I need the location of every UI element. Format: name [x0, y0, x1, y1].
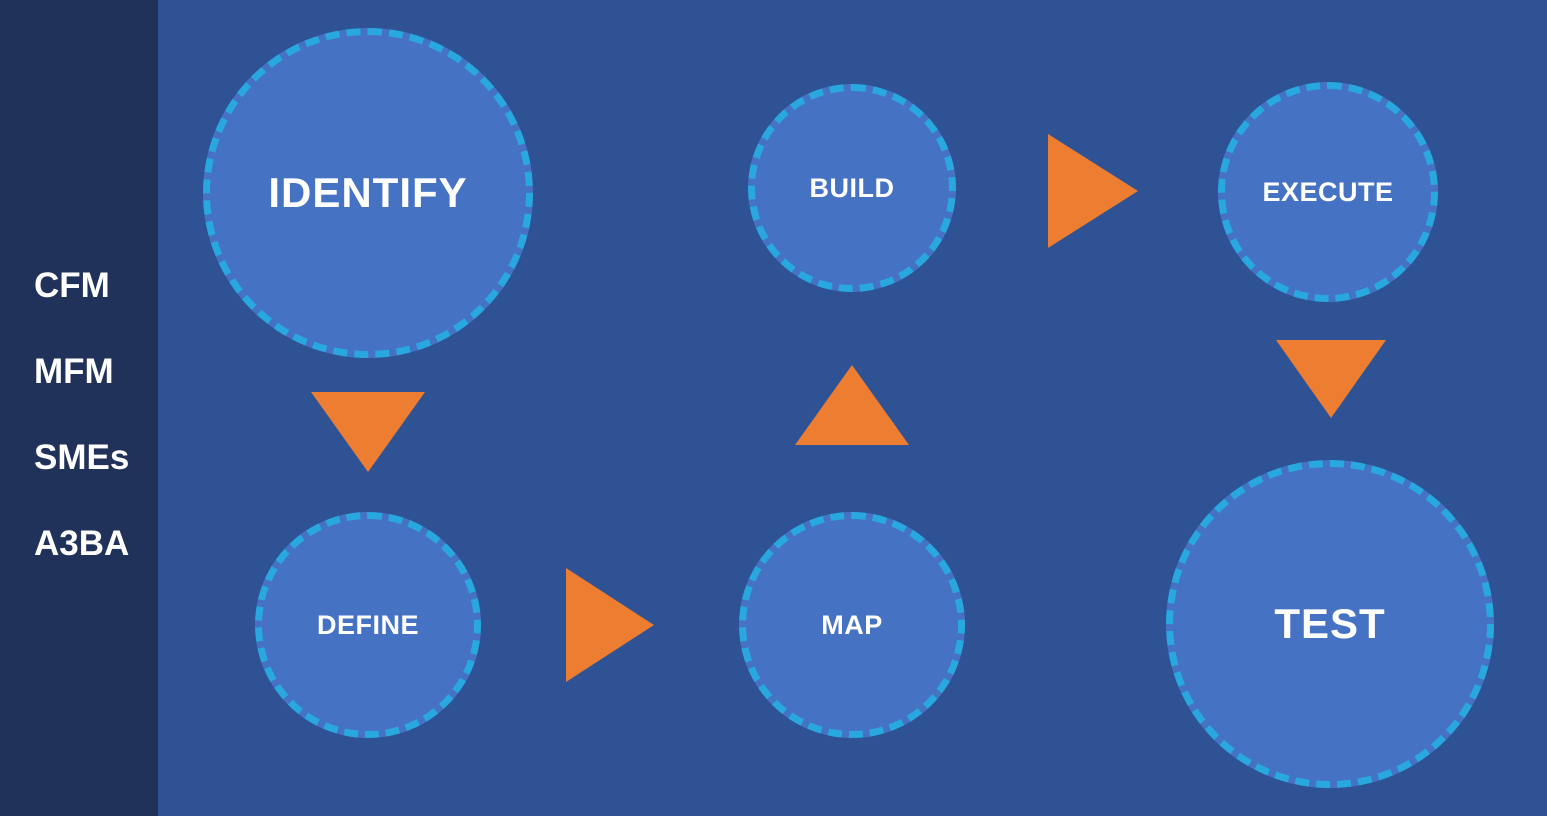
node-map: MAP	[739, 512, 965, 738]
arrow-right-icon	[1048, 134, 1138, 248]
sidebar-labels: CFM MFM SMEs A3BA	[34, 266, 129, 564]
node-define-label: DEFINE	[316, 609, 419, 640]
arrow-down-icon	[311, 392, 425, 472]
node-define: DEFINE	[255, 512, 481, 738]
sidebar-label-mfm: MFM	[34, 352, 114, 391]
node-execute: EXECUTE	[1218, 82, 1438, 302]
node-identify: IDENTIFY	[203, 28, 533, 358]
node-test-label: TEST	[1274, 600, 1386, 647]
node-execute-label: EXECUTE	[1262, 176, 1394, 207]
sidebar-label-cfm: CFM	[34, 266, 110, 305]
node-map-label: MAP	[821, 609, 883, 640]
node-build: BUILD	[748, 84, 956, 292]
arrow-up-icon	[795, 365, 909, 445]
sidebar: CFM MFM SMEs A3BA	[0, 0, 158, 816]
node-identify-label: IDENTIFY	[268, 169, 468, 216]
sidebar-label-smes: SMEs	[34, 438, 130, 477]
sidebar-label-a3ba: A3BA	[34, 524, 130, 563]
arrow-down-icon	[1276, 340, 1386, 418]
node-build-label: BUILD	[809, 172, 895, 203]
node-test: TEST	[1166, 460, 1494, 788]
arrow-right-icon	[566, 568, 654, 682]
